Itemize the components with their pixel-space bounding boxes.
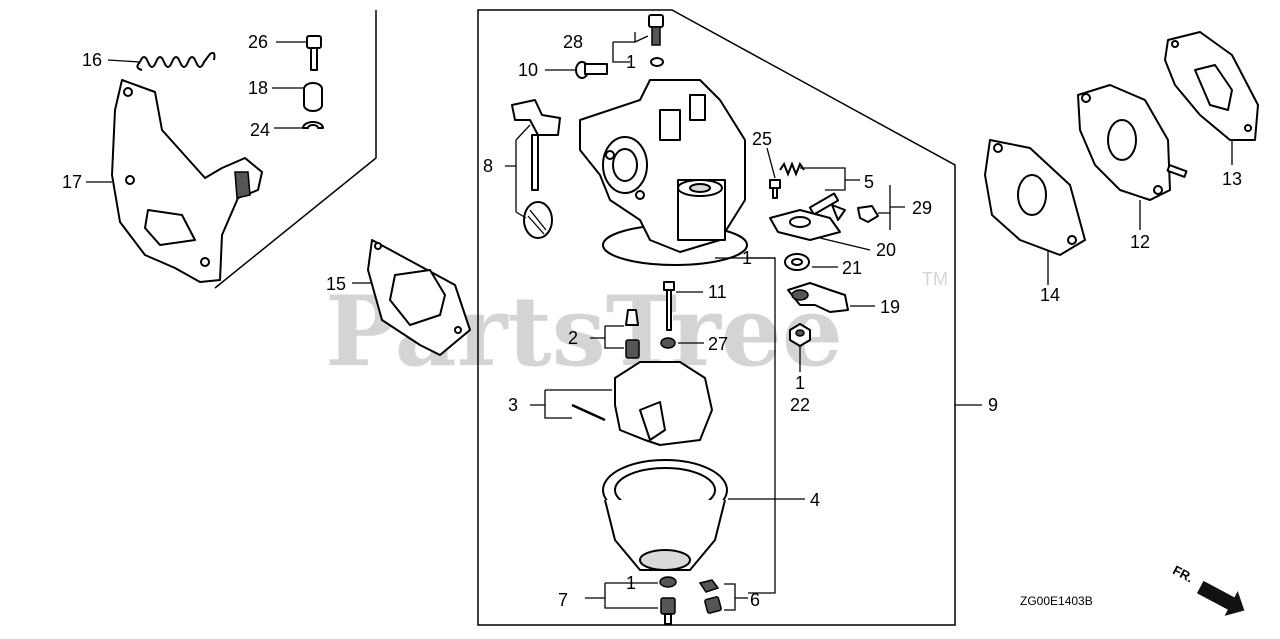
callout-28: 28 — [563, 32, 583, 52]
callout-15: 15 — [326, 274, 346, 294]
bushing-part-18 — [303, 82, 323, 112]
clip-part-24 — [302, 121, 324, 129]
washer-part-1-bottom — [659, 576, 677, 588]
bracket-part-17 — [111, 79, 263, 283]
cap-part-29 — [857, 205, 879, 223]
gasket-part-14 — [984, 139, 1086, 256]
callout-29: 29 — [912, 198, 932, 218]
choke-part-8 — [511, 99, 561, 239]
lever-part-19 — [787, 282, 849, 313]
left-assembly-boundary — [214, 10, 377, 289]
callout-8: 8 — [483, 156, 493, 176]
gasket-part-13 — [1164, 31, 1259, 141]
callout-6: 6 — [750, 590, 760, 610]
screw-part-25 — [769, 179, 781, 199]
callout-7: 7 — [558, 590, 568, 610]
callout-10: 10 — [518, 60, 538, 80]
callout-22: 22 — [790, 395, 810, 415]
o-ring-part-1-top — [650, 57, 664, 67]
callout-25: 25 — [752, 129, 772, 149]
screw-part-26 — [306, 35, 322, 71]
callout-14: 14 — [1040, 285, 1060, 305]
callout-27: 27 — [708, 334, 728, 354]
callout-9: 9 — [988, 395, 998, 415]
callout-12: 12 — [1130, 232, 1150, 252]
callout-26: 26 — [248, 32, 268, 52]
callout-21: 21 — [842, 258, 862, 278]
gasket-part-15 — [367, 239, 471, 356]
carburetor-body — [579, 79, 748, 266]
callout-17: 17 — [62, 172, 82, 192]
callout-1-bottom: 1 — [626, 573, 636, 593]
washer-part-27 — [660, 337, 676, 349]
callout-3: 3 — [508, 395, 518, 415]
jet-part-28 — [648, 14, 664, 46]
callout-1-top: 1 — [626, 52, 636, 72]
float-bowl-part-4 — [602, 459, 728, 571]
spring-part-16 — [136, 51, 216, 71]
screw-part-6 — [698, 579, 722, 614]
plate-part-20 — [769, 209, 841, 241]
float-part-3 — [571, 361, 713, 446]
callout-24: 24 — [250, 120, 270, 140]
callout-1-nut: 1 — [795, 373, 805, 393]
screw-part-10 — [575, 61, 608, 79]
callout-19: 19 — [880, 297, 900, 317]
watermark-trademark: TM — [922, 269, 948, 289]
callout-13: 13 — [1222, 169, 1242, 189]
needle-valve-part-2 — [625, 309, 640, 359]
pilot-screw-part-5 — [779, 161, 846, 221]
callout-5: 5 — [864, 172, 874, 192]
callout-4: 4 — [810, 490, 820, 510]
insulator-part-12 — [1077, 84, 1188, 201]
carburetor-assembly-boundary — [477, 9, 956, 626]
callout-1-gasket: 1 — [742, 248, 752, 268]
callout-11: 11 — [708, 282, 727, 302]
diagram-code: ZG00E1403B — [1020, 594, 1093, 608]
callout-20: 20 — [876, 240, 896, 260]
drain-bolt-part-7 — [660, 597, 676, 625]
nut-part-22 — [789, 323, 811, 347]
pin-part-11 — [663, 281, 675, 331]
callout-16: 16 — [82, 50, 102, 70]
front-direction-arrow-icon — [1196, 580, 1245, 616]
callout-18: 18 — [248, 78, 268, 98]
front-direction-label: FR. — [1170, 562, 1196, 585]
callout-2: 2 — [568, 328, 578, 348]
